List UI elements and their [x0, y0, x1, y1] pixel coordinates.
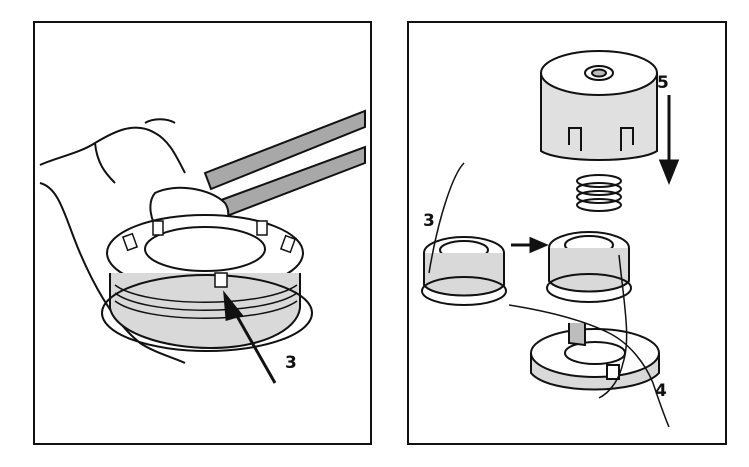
right-illustration-panel: 5 3 4	[407, 21, 727, 445]
exploded-view-drawing	[421, 50, 680, 428]
callout-label: 5	[657, 73, 669, 93]
callout-label: 3	[285, 353, 297, 373]
hand-holding-spool-drawing	[39, 109, 366, 384]
left-illustration-panel: 3	[33, 21, 372, 445]
callout-label: 3	[423, 211, 435, 231]
callout-label: 4	[655, 381, 667, 401]
